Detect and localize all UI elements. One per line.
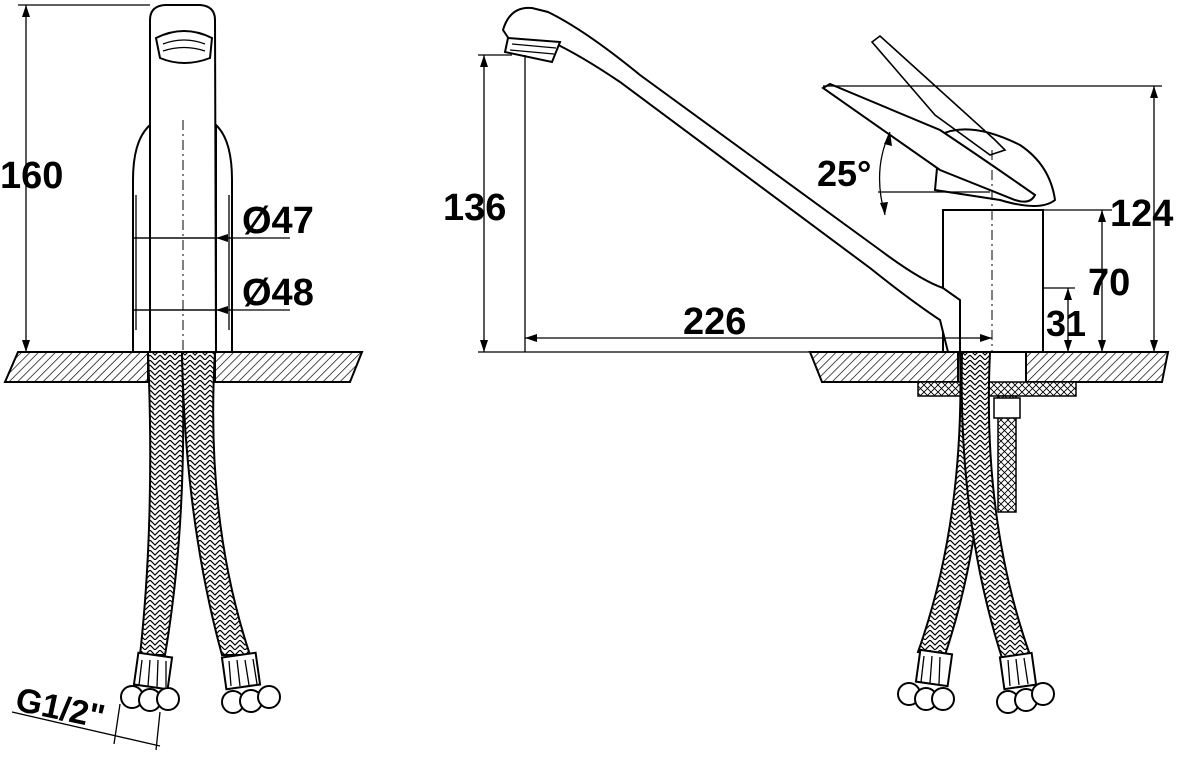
- side-body-height-label: 70: [1088, 262, 1130, 304]
- front-ferrule-right: [220, 651, 281, 714]
- side-lever-raised: [870, 34, 1007, 156]
- front-diameter-upper-label: Ø47: [242, 200, 314, 242]
- side-spout-height-label: 136: [443, 187, 506, 229]
- side-total-height-label: 124: [1110, 193, 1173, 235]
- side-lever-lower: [821, 82, 1037, 203]
- side-mounting-plate: [917, 381, 1077, 397]
- front-connection-label: G1/2": [12, 681, 108, 737]
- side-view: 136 226 25° 124 70 31: [443, 6, 1173, 714]
- front-height-label: 160: [0, 155, 63, 197]
- side-reach-label: 226: [683, 301, 746, 343]
- side-ferrule-right: [996, 651, 1055, 714]
- front-hose-right: [180, 351, 252, 656]
- front-view: 160 Ø47 Ø48 G1/2": [0, 4, 364, 751]
- side-base-height-label: 31: [1046, 303, 1086, 344]
- side-mounting-stud: [997, 395, 1017, 513]
- side-angle-label: 25°: [817, 153, 871, 194]
- front-ferrule-left: [120, 651, 180, 712]
- side-ferrule-left: [897, 648, 955, 711]
- front-diameter-lower-label: Ø48: [242, 272, 314, 314]
- front-hose-left: [138, 351, 185, 656]
- front-body: [149, 4, 218, 353]
